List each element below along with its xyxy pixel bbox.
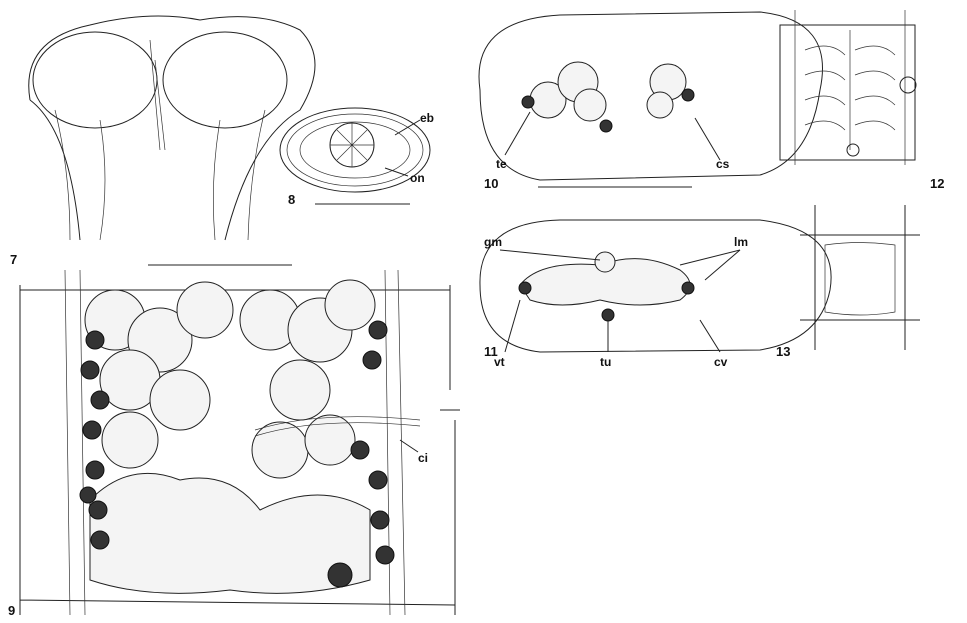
- figure-9-number: 9: [8, 603, 15, 618]
- label-vt: vt: [494, 355, 505, 369]
- figure-12-segment-drawing: [779, 10, 917, 165]
- label-eb: eb: [420, 111, 434, 125]
- figure-8-egg-drawing: [279, 107, 431, 205]
- vitelline-follicles-left: [79, 330, 110, 550]
- figure-13-segment-drawing: [800, 205, 920, 350]
- figure-7-scolex-drawing: [28, 15, 316, 241]
- label-te: te: [496, 157, 507, 171]
- label-lm: lm: [734, 235, 748, 249]
- label-cv: cv: [714, 355, 728, 369]
- figure-9-proglottid-drawing: [19, 269, 460, 616]
- vitelline-follicles-right: [327, 320, 395, 588]
- figure-8-number: 8: [288, 192, 295, 207]
- figure-10-number: 10: [484, 176, 498, 191]
- label-on: on: [410, 171, 425, 185]
- figure-11-cross-section-drawing: [479, 219, 832, 353]
- figure-12-number: 12: [930, 176, 944, 191]
- figure-11-number: 11: [484, 344, 498, 359]
- label-cs: cs: [716, 157, 730, 171]
- label-gm: gm: [484, 235, 502, 249]
- label-ci: ci: [418, 451, 428, 465]
- figure-7-number: 7: [10, 252, 17, 267]
- label-tu: tu: [600, 355, 611, 369]
- figure-13-number: 13: [776, 344, 790, 359]
- figure-10-cross-section-drawing: [478, 11, 823, 188]
